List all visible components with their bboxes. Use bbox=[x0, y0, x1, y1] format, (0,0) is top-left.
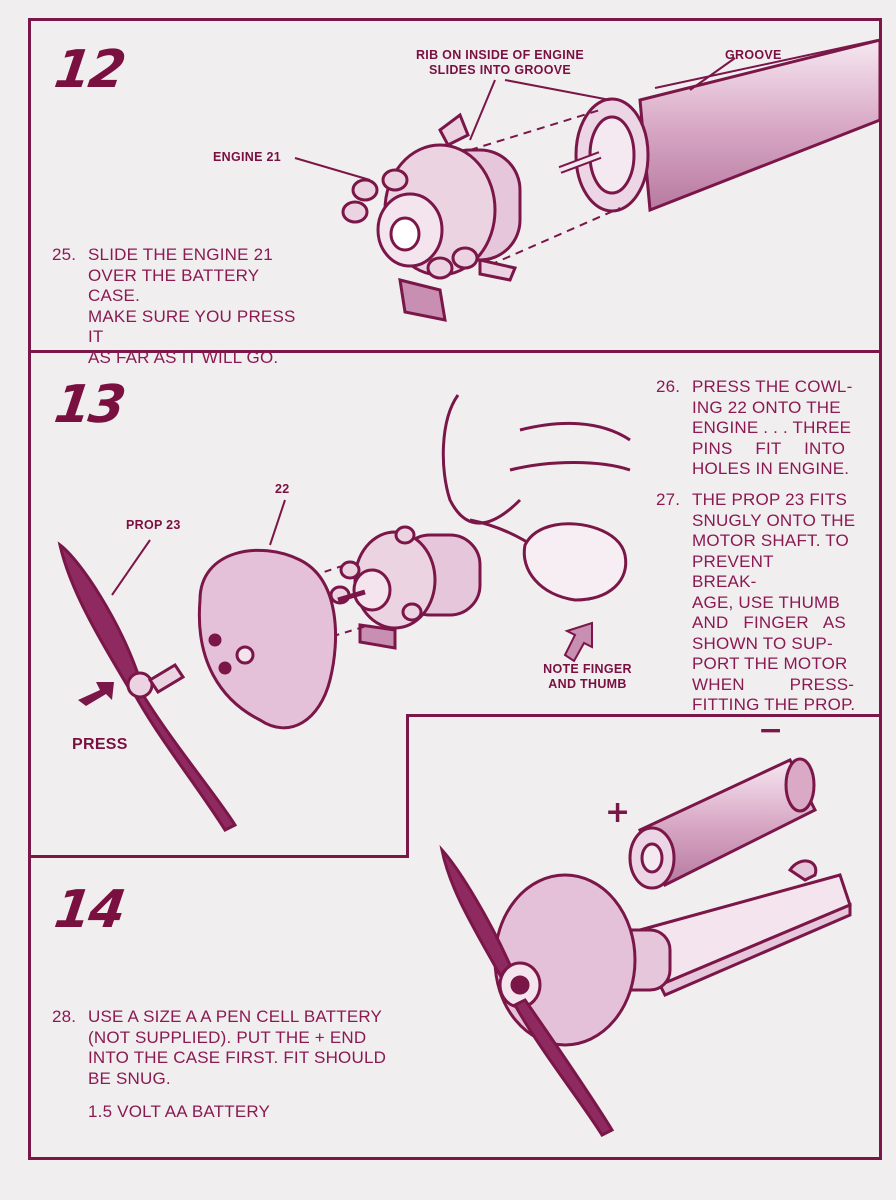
hand bbox=[441, 394, 631, 602]
instruction-28-line: BE SNUG. bbox=[88, 1068, 171, 1088]
instruction-27-number: 27. bbox=[656, 490, 681, 509]
instruction-25-line: SLIDE THE ENGINE 21 bbox=[88, 245, 273, 264]
instruction-27-line: PORT THE MOTOR bbox=[692, 654, 848, 673]
instruction-25-line: AS FAR AS IT WILL GO. bbox=[88, 347, 279, 367]
instruction-28-line: (NOT SUPPLIED). PUT THE + END bbox=[88, 1027, 367, 1047]
step-14-number: 14 bbox=[50, 880, 128, 940]
instruction-27: 27. THE PROP 23 FITS SNUGLY ONTO THE MOT… bbox=[656, 490, 858, 716]
instruction-27-line: SHOWN TO SUP- bbox=[692, 633, 833, 653]
engine-21 bbox=[341, 112, 522, 322]
rib-label-line2: SLIDES INTO GROOVE bbox=[429, 63, 571, 77]
instruction-28: 28. USE A SIZE A A PEN CELL BATTERY (NOT… bbox=[52, 1007, 392, 1089]
divider-12-13 bbox=[28, 350, 882, 353]
rib-label-line1: RIB ON INSIDE OF ENGINE bbox=[415, 48, 585, 62]
instruction-26-line: ING 22 ONTO THE bbox=[692, 397, 841, 417]
battery-note: 1.5 VOLT AA BATTERY bbox=[88, 1102, 271, 1121]
instruction-26-line: HOLES IN ENGINE. bbox=[692, 459, 850, 478]
note-finger-line1: NOTE FINGER bbox=[543, 662, 632, 676]
instruction-27-line: PREVENT BREAK- bbox=[692, 551, 774, 592]
battery-case-tube bbox=[558, 38, 882, 213]
instruction-28-line: USE A SIZE A A PEN CELL BATTERY bbox=[88, 1007, 383, 1026]
plus-sign: + bbox=[605, 795, 630, 830]
instruction-28-line: INTO THE CASE FIRST. FIT SHOULD bbox=[88, 1048, 387, 1067]
step-12-number: 12 bbox=[50, 40, 128, 100]
propeller-23 bbox=[57, 541, 238, 832]
minus-sign: − bbox=[758, 713, 783, 748]
aa-battery bbox=[628, 757, 818, 890]
battery-case-open bbox=[608, 859, 852, 997]
instruction-25-line: OVER THE BATTERY CASE. bbox=[88, 265, 260, 306]
instruction-27-line: FITTING THE PROP. bbox=[692, 695, 856, 714]
instruction-27-line: WHEN PRESS- bbox=[692, 674, 855, 694]
cowling-14 bbox=[493, 873, 637, 1047]
note-finger-line2: AND THUMB bbox=[548, 677, 627, 691]
step-13-number: 13 bbox=[50, 375, 128, 435]
instruction-27-line: THE PROP 23 FITS bbox=[692, 490, 847, 509]
instruction-27-line: AND FINGER AS bbox=[692, 613, 846, 632]
divider-13-14-right bbox=[406, 714, 882, 717]
engine-21-label: ENGINE 21 bbox=[213, 150, 282, 164]
engine-13 bbox=[329, 525, 482, 650]
instruction-26: 26. PRESS THE COWL- ING 22 ONTO THE ENGI… bbox=[656, 377, 858, 480]
instruction-26-number: 26. bbox=[656, 377, 681, 396]
press-arrow bbox=[78, 682, 114, 706]
propeller-14 bbox=[439, 844, 615, 1137]
instruction-28-number: 28. bbox=[52, 1007, 77, 1026]
instruction-27-line: MOTOR SHAFT. TO bbox=[692, 531, 849, 550]
page-frame bbox=[28, 18, 882, 1160]
cowling-22 bbox=[197, 548, 338, 730]
groove-label: GROOVE bbox=[725, 48, 782, 62]
prop-23-label: PROP 23 bbox=[126, 518, 181, 532]
note-finger-arrow bbox=[563, 621, 593, 663]
instruction-27-line: SNUGLY ONTO THE bbox=[692, 510, 856, 530]
cowling-22-label: 22 bbox=[275, 482, 290, 496]
instruction-26-line: ENGINE . . . THREE bbox=[692, 418, 852, 437]
instruction-26-line: PRESS THE COWL- bbox=[692, 377, 853, 396]
divider-13-14-step bbox=[406, 714, 409, 858]
press-label: PRESS bbox=[72, 736, 128, 753]
rib-label: RIB ON INSIDE OF ENGINE SLIDES INTO GROO… bbox=[410, 48, 590, 78]
instruction-25: 25. SLIDE THE ENGINE 21 OVER THE BATTERY… bbox=[52, 245, 312, 368]
instruction-25-number: 25. bbox=[52, 245, 77, 264]
instruction-27-line: AGE, USE THUMB bbox=[692, 592, 840, 612]
instruction-25-line: MAKE SURE YOU PRESS IT bbox=[88, 306, 296, 347]
divider-13-14-left bbox=[28, 855, 409, 858]
note-finger-label: NOTE FINGER AND THUMB bbox=[540, 662, 635, 692]
instruction-26-line: PINS FIT INTO bbox=[692, 438, 846, 458]
